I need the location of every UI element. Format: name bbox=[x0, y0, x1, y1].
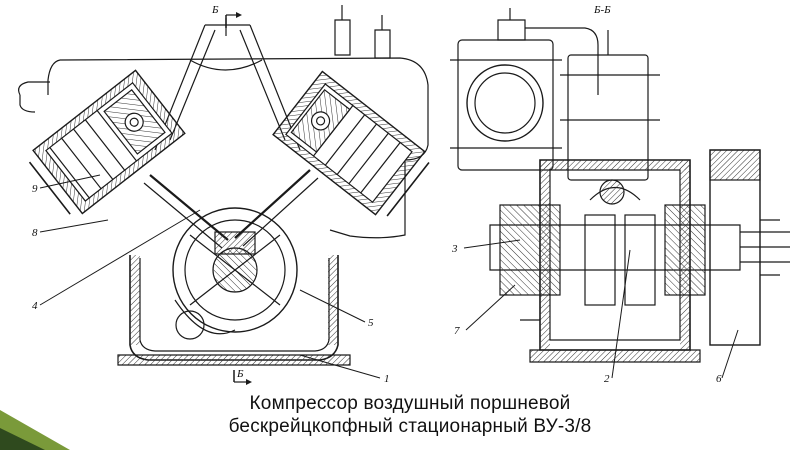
callout-4: 4 bbox=[32, 300, 38, 312]
crank-disc bbox=[172, 207, 298, 333]
callouts-left: 9 8 4 5 1 bbox=[32, 174, 390, 385]
section-label-top-right: Б-Б bbox=[593, 4, 611, 16]
left-connecting-rod bbox=[149, 174, 229, 241]
callout-9: 9 bbox=[32, 183, 38, 195]
caption-line-1: Компрессор воздушный поршневой bbox=[249, 393, 571, 414]
intake-pipe bbox=[497, 8, 599, 95]
cylinder-bore bbox=[466, 64, 544, 142]
callout-1: 1 bbox=[384, 373, 390, 385]
callout-7: 7 bbox=[454, 325, 460, 337]
callout-3: 3 bbox=[451, 243, 458, 255]
callout-8: 8 bbox=[32, 227, 38, 239]
crankshaft bbox=[489, 224, 741, 271]
left-section-view bbox=[18, 5, 430, 366]
left-cylinder bbox=[28, 69, 186, 215]
right-section-view bbox=[450, 8, 790, 363]
callout-2: 2 bbox=[604, 373, 610, 385]
section-marker-top-left: Б bbox=[211, 4, 242, 28]
top-discharge-pipe bbox=[154, 24, 301, 151]
callouts-right: 3 7 2 6 bbox=[451, 239, 739, 385]
right-connecting-rod bbox=[234, 169, 311, 239]
caption-line-2: бескрейцкопфный стационарный ВУ-3/8 bbox=[228, 416, 592, 437]
callout-6: 6 bbox=[716, 373, 722, 385]
section-marker-bottom-left: Б bbox=[233, 368, 252, 385]
section-label-top-left: Б bbox=[211, 4, 219, 16]
corner-decoration bbox=[0, 410, 70, 450]
callout-5: 5 bbox=[368, 317, 374, 329]
slide-caption: Компрессор воздушный поршневой бескрейцк… bbox=[150, 392, 670, 438]
section-label-bottom-left: Б bbox=[236, 368, 244, 380]
right-cylinder bbox=[272, 70, 430, 217]
